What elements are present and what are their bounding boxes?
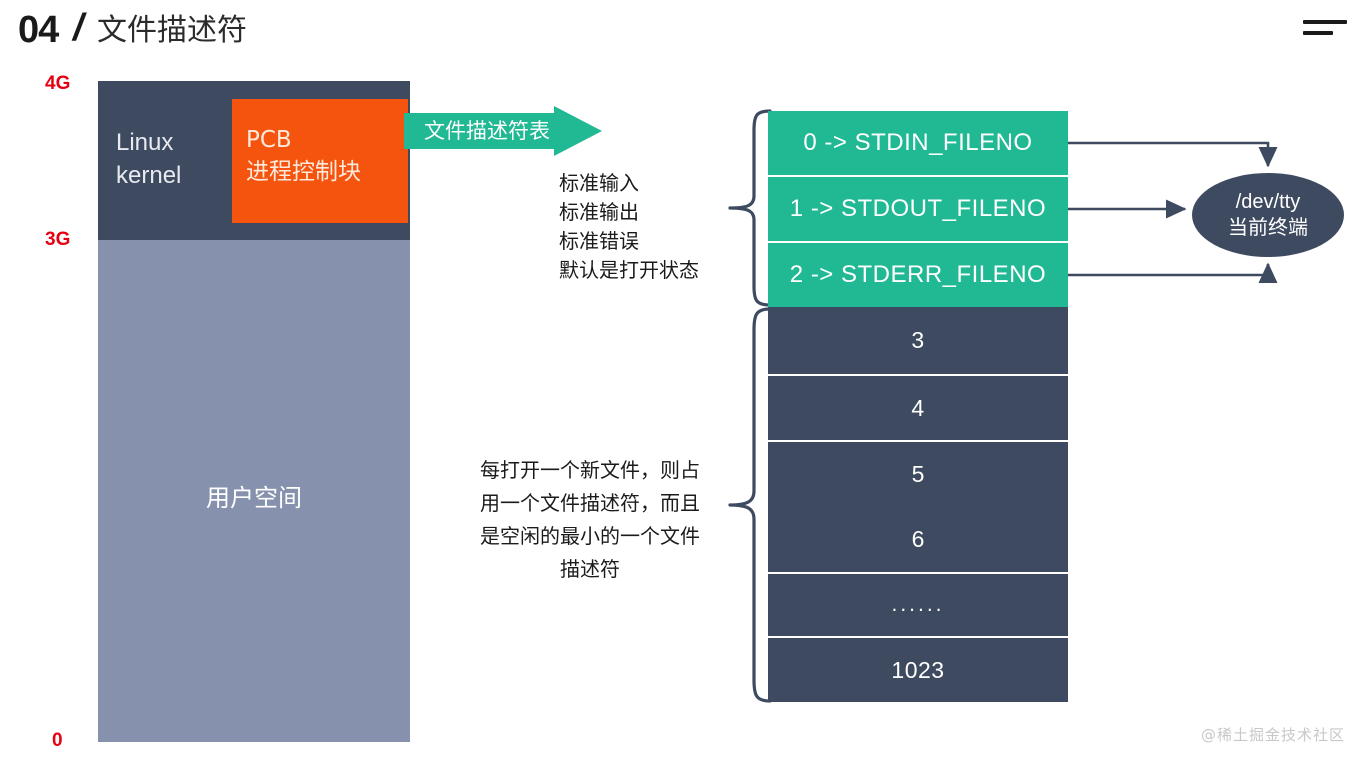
open-file-note: 每打开一个新文件，则占用一个文件描述符，而且是空闲的最小的一个文件描述符 bbox=[480, 458, 700, 581]
fd-row-label: 3 bbox=[911, 327, 925, 353]
header-slash: / bbox=[73, 7, 84, 49]
page-number: 04 bbox=[18, 9, 59, 51]
terminal-node[interactable]: /dev/tty 当前终端 bbox=[1192, 173, 1344, 257]
fd-row-5-6[interactable]: 5 6 bbox=[768, 440, 1068, 572]
connector-stdin bbox=[1068, 141, 1278, 168]
fd-row-3[interactable]: 3 bbox=[768, 307, 1068, 374]
fd-row-label: ...... bbox=[891, 593, 945, 616]
fd-table-arrow bbox=[404, 106, 602, 156]
brace-free bbox=[728, 307, 772, 703]
brace-reserved bbox=[728, 109, 772, 307]
connector-stderr bbox=[1068, 262, 1278, 284]
file-descriptor-table: 0 -> STDIN_FILENO 1 -> STDOUT_FILENO 2 -… bbox=[768, 111, 1068, 702]
memory-label-3g: 3G bbox=[45, 229, 71, 250]
pcb-block bbox=[232, 99, 408, 223]
memory-label-0: 0 bbox=[52, 730, 63, 751]
fd-row-label: 1023 bbox=[891, 656, 945, 683]
fd-row-label: 5 bbox=[911, 461, 925, 487]
fd-row-stderr[interactable]: 2 -> STDERR_FILENO bbox=[768, 241, 1068, 307]
fd-row-stdin[interactable]: 0 -> STDIN_FILENO bbox=[768, 111, 1068, 175]
user-space-text: 用户空间 bbox=[206, 484, 302, 512]
fd-row-label: 6 bbox=[911, 526, 925, 552]
fd-row-label: 4 bbox=[911, 394, 925, 421]
memory-label-4g: 4G bbox=[45, 73, 71, 94]
hamburger-icon[interactable] bbox=[1303, 20, 1347, 42]
fd-row-label: 1 -> STDOUT_FILENO bbox=[789, 195, 1047, 222]
watermark: @稀土掘金技术社区 bbox=[1200, 726, 1345, 744]
hamburger-line-bottom bbox=[1303, 31, 1333, 35]
page-title: 文件描述符 bbox=[97, 13, 247, 48]
fd-row-1023[interactable]: 1023 bbox=[768, 636, 1068, 702]
terminal-path: /dev/tty bbox=[1235, 191, 1301, 213]
fd-row-4[interactable]: 4 bbox=[768, 374, 1068, 440]
fd-row-stdout[interactable]: 1 -> STDOUT_FILENO bbox=[768, 175, 1068, 241]
fd-row-label: 2 -> STDERR_FILENO bbox=[789, 261, 1047, 288]
standard-streams-note: 标准输入 标准输出 标准错误 默认是打开状态 bbox=[559, 171, 699, 282]
terminal-caption: 当前终端 bbox=[1228, 215, 1308, 239]
fd-row-ellipsis[interactable]: ...... bbox=[768, 572, 1068, 636]
hamburger-line-top bbox=[1303, 20, 1347, 24]
fd-table-arrow-label: 文件描述符表 bbox=[424, 119, 550, 143]
fd-row-label: 0 -> STDIN_FILENO bbox=[803, 129, 1033, 156]
user-space-block bbox=[98, 240, 410, 742]
